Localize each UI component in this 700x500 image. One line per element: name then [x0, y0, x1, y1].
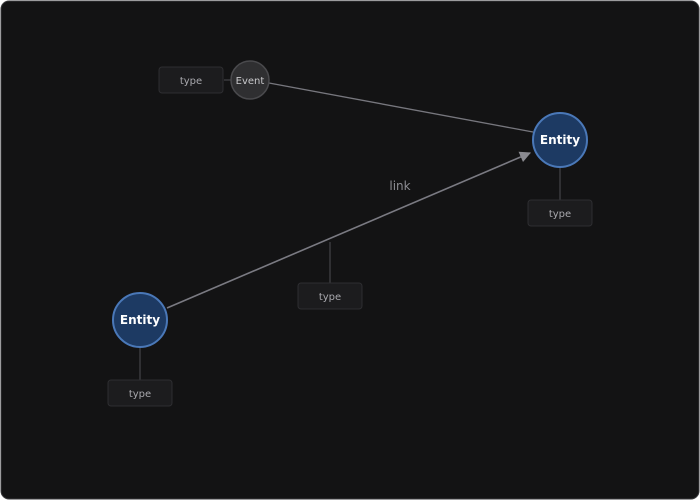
attribute-label: type — [129, 389, 151, 400]
edge-link-label: link — [389, 179, 410, 193]
attribute-entity-top-type[interactable]: type — [527, 199, 593, 227]
edge-event-to-entity — [268, 82, 534, 133]
attribute-label: type — [319, 292, 341, 303]
node-event-label: Event — [236, 76, 265, 87]
edge-link — [166, 151, 532, 309]
node-event-circle — [230, 60, 270, 100]
attribute-label: type — [549, 209, 571, 220]
attribute-label: type — [180, 76, 202, 87]
node-entity-bottom-label: Entity — [120, 313, 160, 327]
attribute-box — [297, 282, 363, 310]
node-entity-top[interactable]: Entity — [532, 112, 588, 168]
node-entity-top-label: Entity — [540, 133, 580, 147]
attribute-link-type[interactable]: type — [297, 282, 363, 310]
node-event[interactable]: Event — [230, 60, 270, 100]
attribute-box — [107, 379, 173, 407]
attribute-event-type[interactable]: type — [158, 66, 224, 94]
node-entity-bottom-circle — [112, 292, 168, 348]
attribute-entity-bottom-type[interactable]: type — [107, 379, 173, 407]
node-entity-bottom[interactable]: Entity — [112, 292, 168, 348]
attribute-box — [527, 199, 593, 227]
node-entity-top-circle — [532, 112, 588, 168]
attribute-box — [158, 66, 224, 94]
